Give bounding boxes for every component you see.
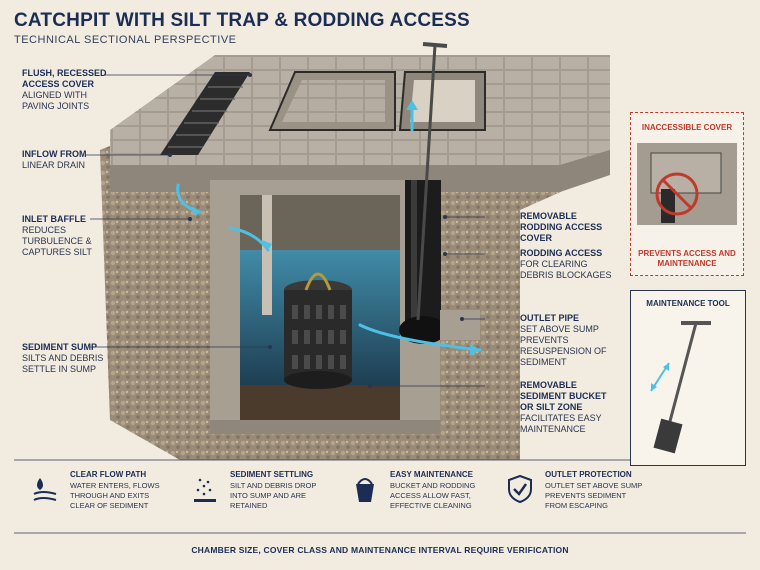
label-inflow: INFLOW FROM LINEAR DRAIN xyxy=(22,149,87,170)
footer-easy-maintenance: EASY MAINTENANCE BUCKET AND RODDING ACCE… xyxy=(390,470,476,510)
footer-clear-flow: CLEAR FLOW PATH WATER ENTERS, FLOWS THRO… xyxy=(70,470,160,510)
outlet-flow-arrow xyxy=(358,323,482,352)
baffle-flow-arrow xyxy=(228,226,270,252)
inaccessible-cover-panel: INACCESSIBLE COVER PREVENTS ACCESS AND M… xyxy=(630,112,744,276)
page-subtitle: TECHNICAL SECTIONAL PERSPECTIVE xyxy=(14,34,237,46)
water-flow-icon xyxy=(33,478,57,501)
label-sediment-bucket: REMOVABLE SEDIMENT BUCKET OR SILT ZONE F… xyxy=(520,380,607,434)
label-access-cover: FLUSH, RECESSED ACCESS COVER ALIGNED WIT… xyxy=(22,68,107,111)
label-sediment-sump: SEDIMENT SUMP SILTS AND DEBRIS SETTLE IN… xyxy=(22,342,104,374)
prohibited-icon xyxy=(655,172,699,216)
inaccessible-cover-title: INACCESSIBLE COVER xyxy=(641,123,733,132)
verification-note: CHAMBER SIZE, COVER CLASS AND MAINTENANC… xyxy=(191,545,569,555)
label-rodding-cover: REMOVABLE RODDING ACCESS COVER xyxy=(520,211,603,243)
bucket-icon xyxy=(356,478,374,502)
footer-sediment-settling: SEDIMENT SETTLING SILT AND DEBRIS DROP I… xyxy=(230,470,317,510)
label-inlet-baffle: INLET BAFFLE REDUCES TURBULENCE & CAPTUR… xyxy=(22,214,92,257)
tool-head xyxy=(653,418,683,454)
bucket-handle xyxy=(304,272,332,291)
shield-check-icon xyxy=(508,474,532,504)
footer-outlet-protection: OUTLET PROTECTION OUTLET SET ABOVE SUMP … xyxy=(545,470,643,510)
page-title: CATCHPIT WITH SILT TRAP & RODDING ACCESS xyxy=(14,10,470,31)
inaccessible-cover-caption: PREVENTS ACCESS AND MAINTENANCE xyxy=(638,249,736,268)
sump-sediment xyxy=(240,385,400,420)
label-rodding-access: RODDING ACCESS FOR CLEARING DEBRIS BLOCK… xyxy=(520,248,612,280)
maintenance-tool-panel: MAINTENANCE TOOL xyxy=(630,290,746,466)
linear-drain-grate xyxy=(160,72,250,155)
sediment-dots-icon xyxy=(194,478,216,502)
rodding-rod xyxy=(416,44,437,321)
chamber-base xyxy=(210,420,440,434)
inaccessible-cover-illustration xyxy=(637,143,737,225)
outlet-pipe xyxy=(440,310,480,340)
maintenance-tool-illustration xyxy=(650,321,711,454)
maintenance-tool-title: MAINTENANCE TOOL xyxy=(646,299,730,308)
label-outlet-pipe: OUTLET PIPE SET ABOVE SUMP PREVENTS RESU… xyxy=(520,313,607,367)
inlet-baffle xyxy=(262,195,272,315)
